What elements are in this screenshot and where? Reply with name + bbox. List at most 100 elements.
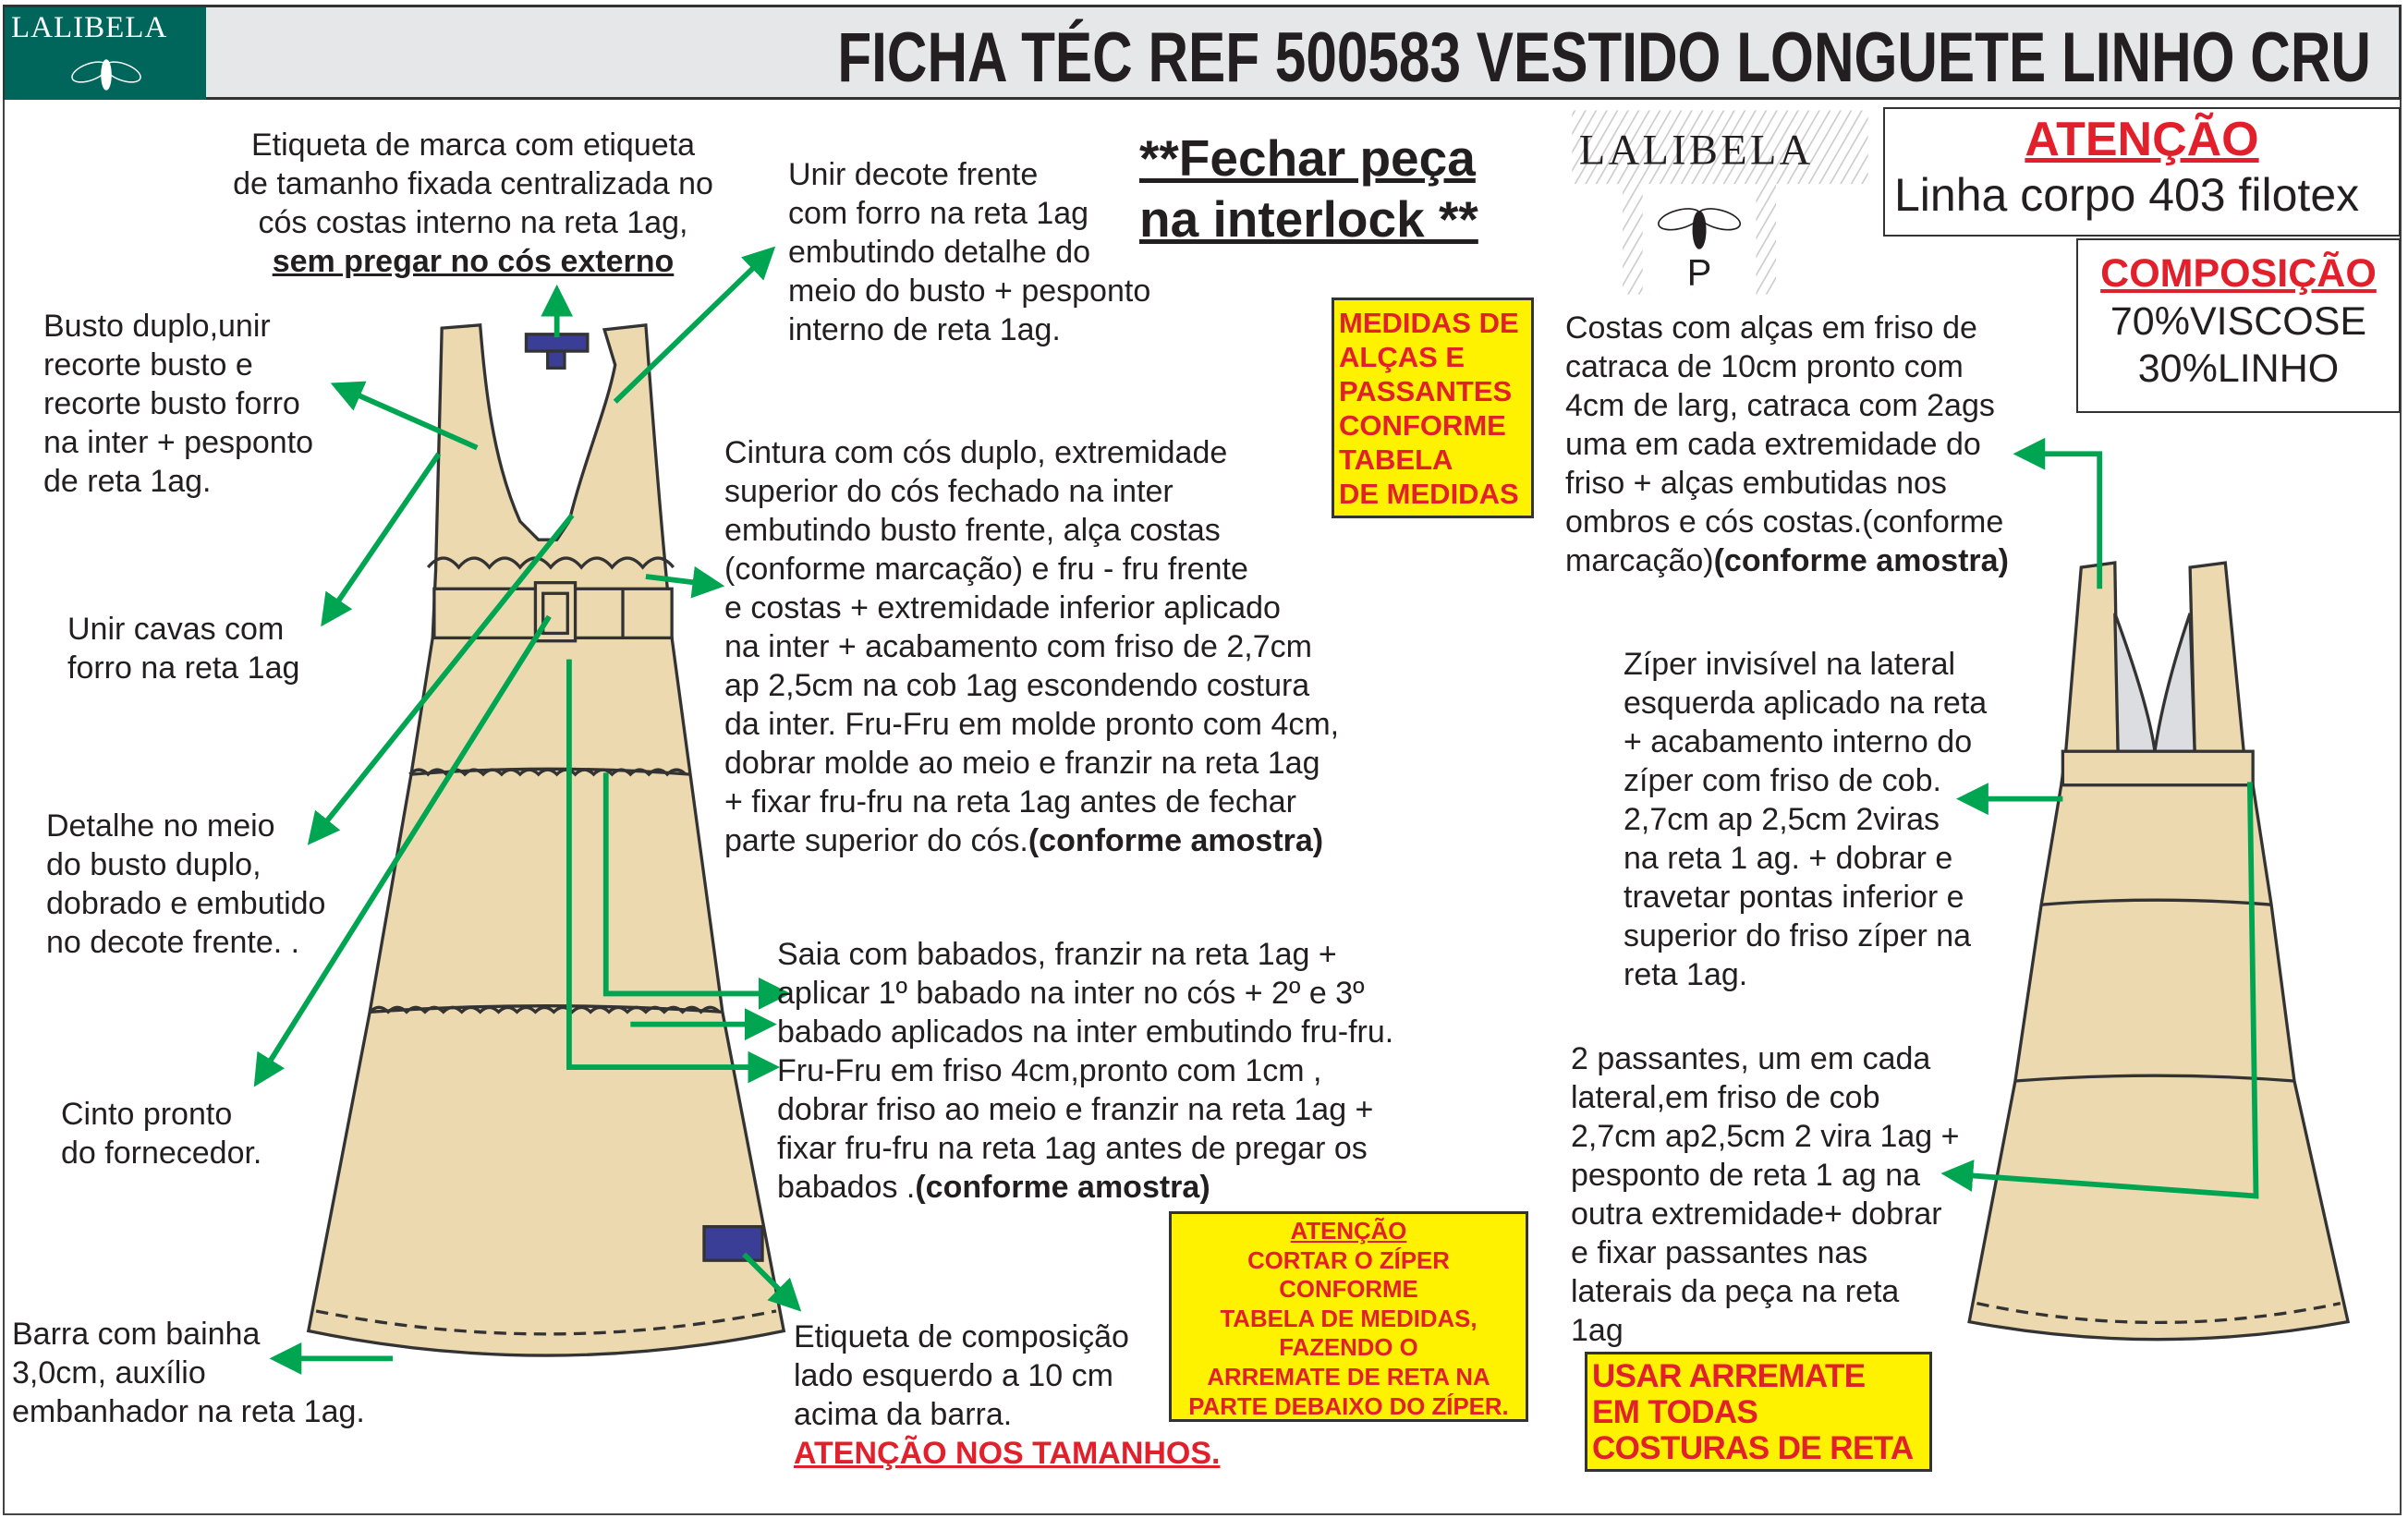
text-line: laterais da peça na reta bbox=[1571, 1274, 1900, 1309]
text-line: CONFORME bbox=[1339, 409, 1506, 442]
note-zipper: Zíper invisível na lateral esquerda aplic… bbox=[1624, 645, 1987, 994]
text-line: fixar fru-fru na reta 1ag antes de prega… bbox=[777, 1131, 1368, 1166]
composition-label-marker bbox=[702, 1225, 764, 1262]
bee-icon bbox=[1658, 208, 1742, 249]
text-line: Barra com bainha bbox=[12, 1317, 261, 1352]
text-line: 3,0cm, auxílio bbox=[12, 1355, 206, 1390]
label-size-text: P bbox=[1687, 253, 1712, 294]
text-line: TABELA bbox=[1339, 443, 1453, 476]
text-line: Costas com alças em friso de bbox=[1565, 310, 1977, 346]
note-bold-text: (conforme amostra) bbox=[915, 1170, 1210, 1205]
text-line: no decote frente. . bbox=[46, 925, 300, 960]
text-line: e costas + extremidade inferior aplicado bbox=[724, 590, 1281, 625]
text-line: (conforme marcação) e fru - fru frente bbox=[724, 552, 1248, 587]
label-brand-text: LALIBELA bbox=[1579, 128, 1814, 175]
box-title: ATENÇÃO bbox=[2025, 113, 2259, 166]
text-line: dobrado e embutido bbox=[46, 886, 326, 921]
text-line: pesponto de reta 1 ag na bbox=[1571, 1158, 1921, 1193]
arrow-icon bbox=[253, 246, 2259, 1375]
text-line: + fixar fru-fru na reta 1ag antes de fec… bbox=[724, 784, 1296, 820]
text-line: recorte busto forro bbox=[43, 386, 300, 421]
text-line: Etiqueta de composição bbox=[794, 1319, 1129, 1354]
text-line: ap 2,5cm na cob 1ag escondendo costura bbox=[724, 668, 1310, 703]
note-neckline: Unir decote frente com forro na reta 1ag e… bbox=[788, 155, 1150, 349]
text-line: ALÇAS E bbox=[1339, 341, 1465, 373]
text-line: 70%VISCOSE bbox=[2110, 299, 2367, 344]
text-line: Zíper invisível na lateral bbox=[1624, 647, 1956, 682]
text-line: interno de reta 1ag. bbox=[788, 312, 1061, 347]
text-line: Saia com babados, franzir na reta 1ag + bbox=[777, 937, 1337, 972]
text-line: + acabamento interno do bbox=[1624, 724, 1973, 759]
note-bold-text: (conforme amostra) bbox=[1028, 823, 1324, 858]
text-line: forro na reta 1ag bbox=[67, 650, 300, 686]
text-line: superior do friso zíper na bbox=[1624, 918, 1972, 953]
text-line: Unir decote frente bbox=[788, 157, 1039, 192]
text-line: babado aplicados na inter embutindo fru-… bbox=[777, 1014, 1394, 1050]
text-line: outra extremidade+ dobrar bbox=[1571, 1196, 1942, 1232]
text-line: com forro na reta 1ag bbox=[788, 196, 1089, 231]
text-line: reta 1ag. bbox=[1624, 957, 1748, 992]
text-line: dobrar molde ao meio e franzir na reta 1… bbox=[724, 746, 1320, 781]
box-title: ATENÇÃO bbox=[1290, 1219, 1407, 1245]
text-line: superior do cós fechado na inter bbox=[724, 474, 1174, 509]
text-line: de tamanho fixada centralizada no bbox=[233, 166, 713, 201]
text-line: lado esquerdo a 10 cm bbox=[794, 1358, 1113, 1393]
text-line: uma em cada extremidade do bbox=[1565, 427, 1981, 462]
text-line: esquerda aplicado na reta bbox=[1624, 686, 1988, 721]
brand-logo: LALIBELA bbox=[5, 7, 206, 100]
text-line: na reta 1 ag. + dobrar e bbox=[1624, 841, 1953, 876]
text-line: Unir cavas com bbox=[67, 612, 285, 647]
text-line: 2,7cm ap2,5cm 2 vira 1ag + bbox=[1571, 1119, 1960, 1154]
text-line: aplicar 1º babado na inter no cós + 2º e… bbox=[777, 976, 1365, 1011]
size-warning: ATENÇÃO NOS TAMANHOS. bbox=[794, 1436, 1221, 1471]
text-line: FAZENDO O bbox=[1279, 1335, 1418, 1362]
text-line: na interlock ** bbox=[1139, 190, 1478, 248]
note-line: babados . bbox=[777, 1170, 916, 1205]
text-line: **Fechar peça bbox=[1139, 129, 1476, 187]
note-bold-text: (conforme amostra) bbox=[1713, 543, 2009, 578]
text-line: zíper com friso de cob. bbox=[1624, 763, 1941, 798]
text-line: friso + alças embutidas nos bbox=[1565, 466, 1947, 501]
text-line: embutindo detalhe do bbox=[788, 235, 1091, 270]
text-line: embutindo busto frente, alça costas bbox=[724, 513, 1221, 548]
text-line: 2 passantes, um em cada bbox=[1571, 1041, 1931, 1076]
note-line: parte superior do cós. bbox=[724, 823, 1028, 858]
back-dress bbox=[1967, 561, 2351, 1342]
text-line: Detalhe no meio bbox=[46, 808, 275, 844]
text-line: USAR ARREMATE bbox=[1592, 1358, 1866, 1394]
text-line: CONFORME bbox=[1279, 1277, 1418, 1304]
text-line: recorte busto e bbox=[43, 347, 253, 383]
text-line: Busto duplo,unir bbox=[43, 309, 271, 344]
text-line: cós costas interno na reta 1ag, bbox=[258, 205, 688, 240]
text-line: dobrar friso ao meio e franzir na reta 1… bbox=[777, 1092, 1374, 1127]
thread-attention-box: ATENÇÃO Linha corpo 403 filotex bbox=[1883, 107, 2401, 237]
text-line: PARTE DEBAIXO DO ZÍPER. bbox=[1188, 1393, 1509, 1420]
text-line: EM TODAS bbox=[1592, 1394, 1758, 1430]
text-line: do busto duplo, bbox=[46, 847, 261, 882]
text-line: de reta 1ag. bbox=[43, 464, 212, 499]
text-line: 1ag bbox=[1571, 1313, 1624, 1348]
logo-text: LALIBELA bbox=[11, 11, 168, 44]
text-line: 30%LINHO bbox=[2137, 346, 2340, 391]
text-line: COSTURAS DE RETA bbox=[1592, 1430, 1914, 1466]
text-line: Etiqueta de marca com etiqueta bbox=[250, 128, 696, 163]
text-line: ARREMATE DE RETA NA bbox=[1207, 1364, 1490, 1390]
text-line: embanhador na reta 1ag. bbox=[12, 1394, 365, 1429]
text-line: do fornecedor. bbox=[61, 1135, 262, 1171]
text-line: MEDIDAS DE bbox=[1339, 307, 1519, 339]
brand-label-art: LALIBELA P bbox=[1572, 110, 1868, 295]
note-skirt: Saia com babados, franzir na reta 1ag + a… bbox=[777, 935, 1393, 1207]
text-line: da inter. Fru-Fru em molde pronto com 4c… bbox=[724, 707, 1340, 742]
text-line: Cintura com cós duplo, extremidade bbox=[724, 435, 1228, 470]
text-line: e fixar passantes nas bbox=[1571, 1235, 1868, 1270]
